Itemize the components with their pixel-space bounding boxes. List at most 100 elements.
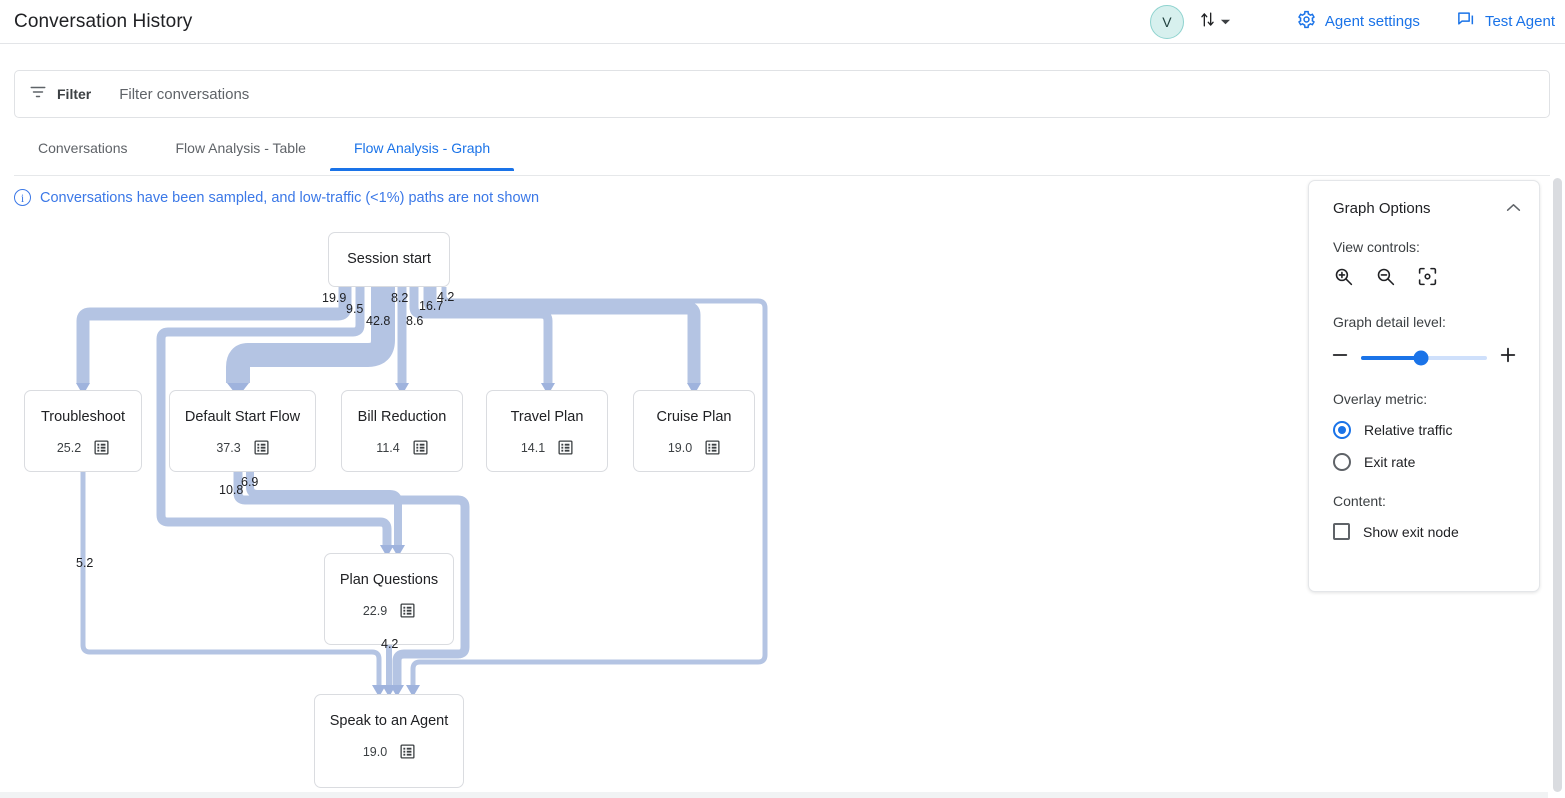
graph-node-travel-plan[interactable]: Travel Plan 14.1 — [486, 390, 608, 472]
horizontal-scrollbar[interactable] — [0, 792, 1548, 798]
graph-detail-slider[interactable] — [1361, 350, 1487, 365]
test-agent-label: Test Agent — [1484, 13, 1555, 30]
graph-options-panel: Graph Options View controls: — [1308, 180, 1540, 592]
node-value: 37.3 — [216, 440, 241, 455]
node-label: Bill Reduction — [357, 409, 447, 425]
tab-conversations[interactable]: Conversations — [38, 140, 128, 156]
edge-label: 16.7 — [419, 299, 444, 313]
node-label: Default Start Flow — [184, 409, 301, 425]
graph-options-header: Graph Options — [1309, 181, 1539, 217]
edge-arrowheads — [76, 383, 701, 697]
radio-button[interactable] — [1333, 421, 1351, 439]
avatar-initial: V — [1162, 13, 1172, 30]
table-view-icon[interactable] — [413, 440, 428, 455]
page-title: Conversation History — [14, 10, 193, 32]
node-value: 22.9 — [362, 603, 388, 618]
graph-node-troubleshoot[interactable]: Troubleshoot 25.2 — [24, 390, 142, 472]
graph-detail-label: Graph detail level: — [1333, 314, 1446, 330]
table-view-icon[interactable] — [400, 603, 415, 618]
radio-exit-rate[interactable]: Exit rate — [1309, 453, 1539, 471]
tab-flow-analysis-graph[interactable]: Flow Analysis - Graph — [329, 136, 515, 171]
checkbox-show-exit-node[interactable]: Show exit node — [1309, 523, 1539, 540]
table-view-icon[interactable] — [558, 440, 573, 455]
zoom-out-icon[interactable] — [1375, 266, 1396, 292]
graph-detail-slider-row — [1309, 346, 1539, 369]
node-label: Speak to an Agent — [329, 713, 449, 729]
center-focus-icon[interactable] — [1417, 266, 1438, 292]
agent-settings-label: Agent settings — [1324, 13, 1420, 30]
test-agent-button[interactable]: Test Agent — [1456, 10, 1555, 33]
detail-increase-button[interactable] — [1499, 346, 1517, 369]
edge-label: 19.9 — [322, 291, 347, 305]
edge-label: 8.6 — [406, 314, 424, 328]
table-view-icon[interactable] — [705, 440, 720, 455]
agent-settings-button[interactable]: Agent settings — [1297, 10, 1420, 33]
sampling-notice: i Conversations have been sampled, and l… — [14, 189, 539, 206]
chevron-down-icon — [1220, 13, 1231, 31]
node-label: Session start — [347, 251, 431, 267]
node-meta: 19.0 — [668, 440, 720, 455]
table-view-icon[interactable] — [400, 744, 415, 759]
graph-node-bill-reduction[interactable]: Bill Reduction 11.4 — [341, 390, 463, 472]
node-meta: 19.0 — [363, 744, 415, 759]
node-meta: 37.3 — [216, 440, 269, 455]
node-label: Travel Plan — [510, 409, 584, 425]
search-input[interactable] — [117, 84, 658, 104]
chat-bubble-icon — [1456, 10, 1476, 33]
checkbox-label: Show exit node — [1363, 523, 1459, 540]
filter-label: Filter — [57, 86, 92, 102]
edge-label: 5.2 — [76, 556, 94, 570]
app-header: Conversation History V Ag — [0, 0, 1565, 44]
gear-icon — [1297, 10, 1316, 33]
table-view-icon[interactable] — [94, 440, 109, 455]
detail-decrease-button[interactable] — [1331, 346, 1349, 369]
graph-node-session-start[interactable]: Session start — [328, 232, 450, 287]
edge-label: 10.8 — [219, 483, 244, 497]
edge-label: 9.5 — [346, 302, 364, 316]
chevron-up-icon[interactable] — [1506, 199, 1521, 217]
node-label: Plan Questions — [339, 572, 439, 588]
header-actions: V Agent settings — [1149, 0, 1565, 43]
node-value: 11.4 — [376, 440, 400, 455]
node-meta: 14.1 — [521, 440, 573, 455]
filter-bar: Filter — [14, 70, 1550, 118]
agent-switcher[interactable] — [1198, 10, 1231, 34]
avatar[interactable]: V — [1149, 4, 1184, 39]
overlay-metric-label: Overlay metric: — [1333, 391, 1428, 407]
checkbox-box[interactable] — [1333, 523, 1350, 540]
edge-label: 8.2 — [391, 291, 409, 305]
vertical-scrollbar[interactable] — [1553, 178, 1562, 792]
node-value: 19.0 — [667, 440, 693, 455]
node-value: 19.0 — [362, 744, 388, 759]
flow-edges — [76, 287, 768, 697]
node-label: Troubleshoot — [40, 409, 126, 425]
graph-options-title: Graph Options — [1333, 199, 1431, 217]
radio-button[interactable] — [1333, 453, 1351, 471]
view-controls-label: View controls: — [1333, 239, 1420, 255]
edge-label: 4.2 — [437, 290, 455, 304]
graph-node-default-start-flow[interactable]: Default Start Flow 37.3 — [169, 390, 316, 472]
table-view-icon[interactable] — [254, 440, 269, 455]
filter-icon[interactable] — [29, 83, 47, 106]
node-meta: 11.4 — [376, 440, 428, 455]
edge-label: 6.9 — [241, 475, 259, 489]
node-label: Cruise Plan — [656, 409, 732, 425]
info-icon: i — [14, 189, 31, 206]
zoom-in-icon[interactable] — [1333, 266, 1354, 292]
graph-node-cruise-plan[interactable]: Cruise Plan 19.0 — [633, 390, 755, 472]
edge-label: 4.2 — [381, 637, 399, 651]
node-value: 25.2 — [56, 440, 82, 455]
sampling-notice-text: Conversations have been sampled, and low… — [40, 189, 540, 206]
radio-label: Exit rate — [1364, 454, 1416, 470]
edge-label: 42.8 — [366, 314, 391, 328]
graph-node-speak-to-an-agent[interactable]: Speak to an Agent 19.0 — [314, 694, 464, 788]
view-controls — [1309, 266, 1539, 292]
radio-label: Relative traffic — [1364, 422, 1453, 438]
flow-graph-canvas[interactable]: Session start Troubleshoot 25.2 Default … — [0, 215, 1548, 798]
node-meta: 22.9 — [363, 603, 415, 618]
node-meta: 25.2 — [57, 440, 109, 455]
radio-relative-traffic[interactable]: Relative traffic — [1309, 421, 1539, 439]
tab-flow-analysis-table[interactable]: Flow Analysis - Table — [175, 140, 306, 156]
slider-thumb[interactable] — [1413, 350, 1429, 365]
graph-node-plan-questions[interactable]: Plan Questions 22.9 — [324, 553, 454, 645]
